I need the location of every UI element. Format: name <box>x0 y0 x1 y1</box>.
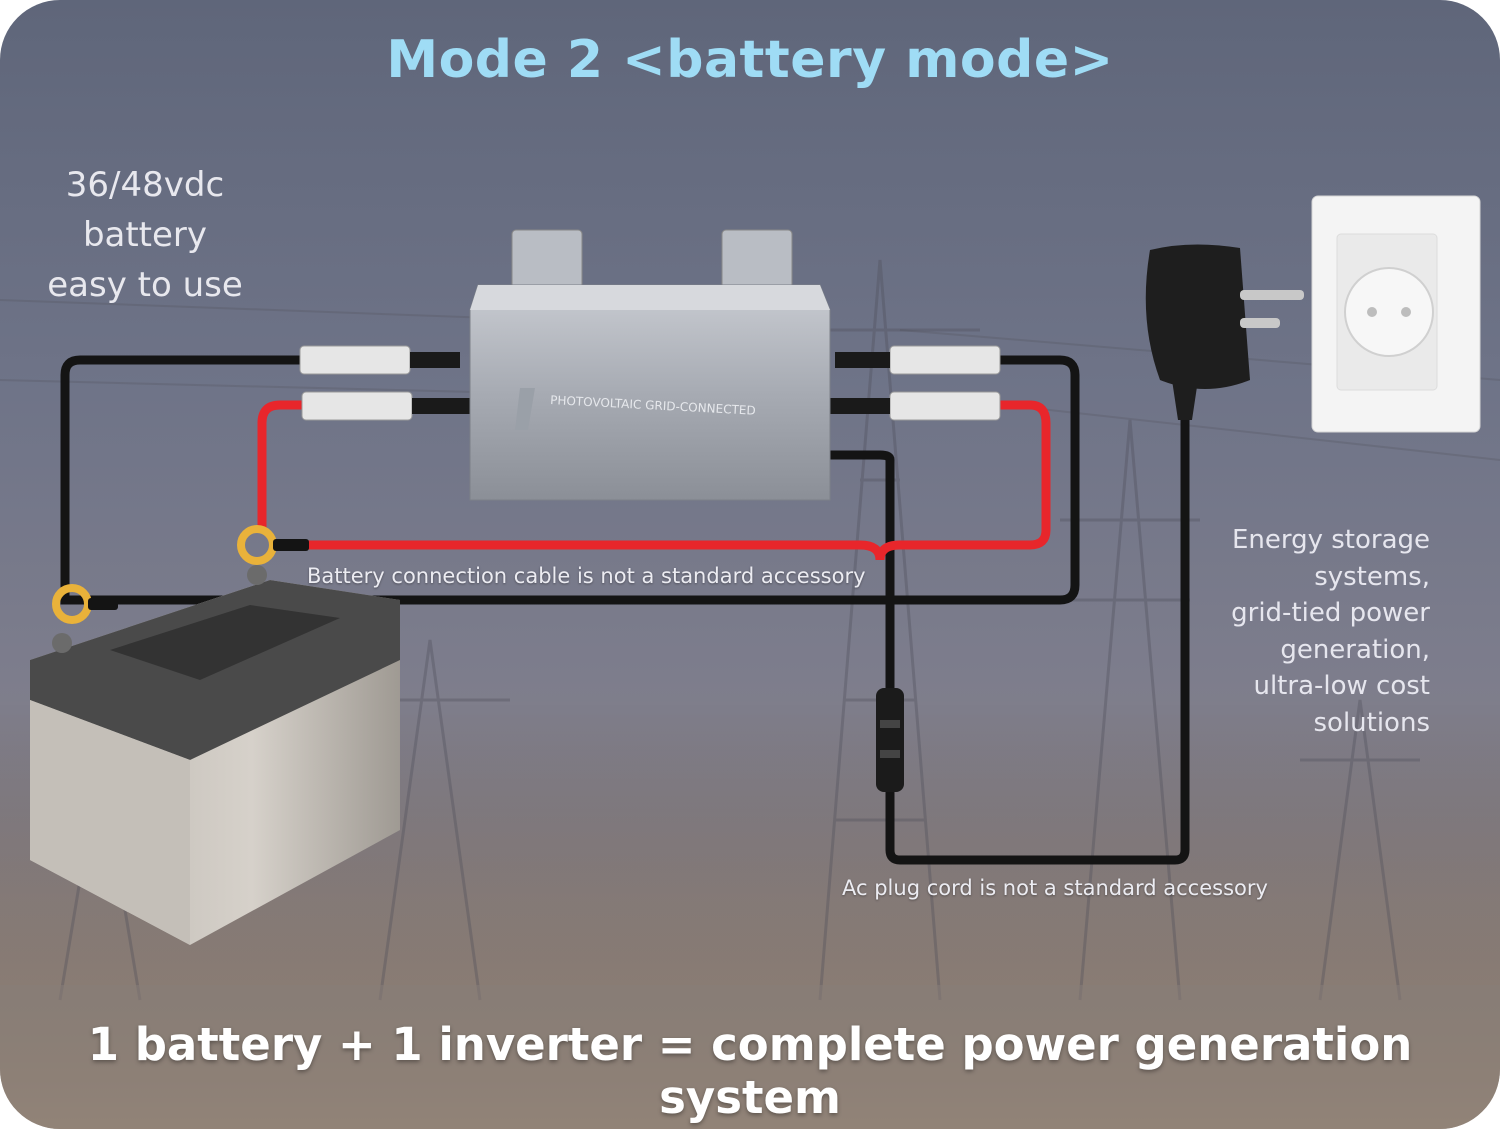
battery-note-line: battery <box>82 215 208 255</box>
ground-haze <box>0 985 1500 1129</box>
battery-note: 36/48vdc battery easy to use <box>30 160 260 310</box>
battery <box>30 565 400 945</box>
battery-note-line: 36/48vdc <box>65 165 225 205</box>
side-note-line: systems, <box>1314 561 1430 592</box>
wall-socket <box>1311 195 1481 433</box>
page-title: Mode 2 <battery mode> <box>386 30 1114 90</box>
right-connectors <box>830 345 1001 421</box>
left-connectors <box>299 345 472 421</box>
battery-note-line: easy to use <box>47 265 243 305</box>
positive-cable <box>257 400 1051 561</box>
terminal-rings <box>52 525 309 624</box>
schuko-plug <box>1145 244 1304 420</box>
energy-storage-note: Energy storage systems, grid-tied power … <box>1110 522 1430 741</box>
negative-cable <box>60 355 1080 605</box>
ac-inline-connector <box>876 688 904 792</box>
ac-plug-caption: Ac plug cord is not a standard accessory <box>842 876 1268 900</box>
microinverter: PHOTOVOLTAIC GRID-CONNECTED <box>469 229 831 501</box>
side-note-line: ultra-low cost <box>1253 671 1430 701</box>
side-note-line: Energy storage <box>1231 525 1430 555</box>
side-note-line: generation, <box>1280 634 1430 665</box>
ac-cable <box>830 360 1190 865</box>
side-note-line: solutions <box>1313 707 1430 738</box>
footer-tagline: 1 battery + 1 inverter = complete power … <box>87 1018 1413 1124</box>
battery-cable-caption: Battery connection cable is not a standa… <box>307 564 866 588</box>
side-note-line: grid-tied power <box>1231 598 1430 628</box>
